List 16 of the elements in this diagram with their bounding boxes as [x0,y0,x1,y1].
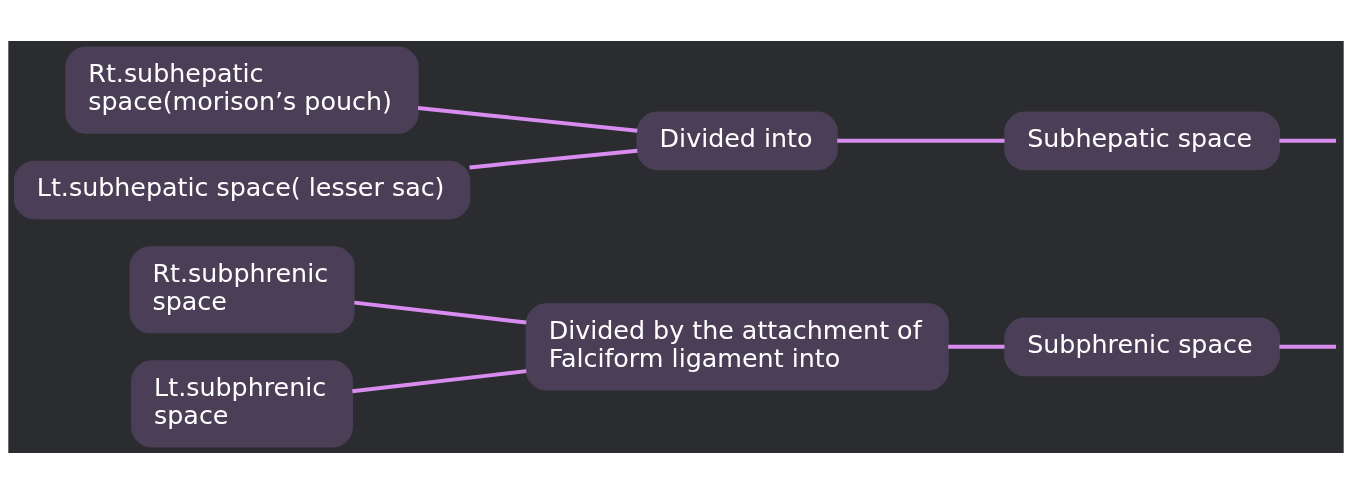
connector [417,105,638,133]
connector [1279,344,1337,349]
node-box: Rt.subphrenic space [129,245,355,333]
connector [352,368,527,393]
node-box: Divided into [636,111,838,170]
connector [1279,138,1337,143]
node-box: Lt.subhepatic space( lesser sac) [13,160,471,219]
connector [837,138,1005,143]
node-box: Subhepatic space [1004,111,1280,170]
node-box: Subphrenic space [1004,317,1280,376]
node-box: Lt.subphrenic space [131,359,353,447]
node-box: Divided by the attachment of Falciform ligament into [525,302,949,390]
node-box: Rt.subhepatic space(morison’s pouch) [65,46,419,134]
connector [948,344,1005,349]
connector [354,300,527,324]
connector [469,148,638,169]
